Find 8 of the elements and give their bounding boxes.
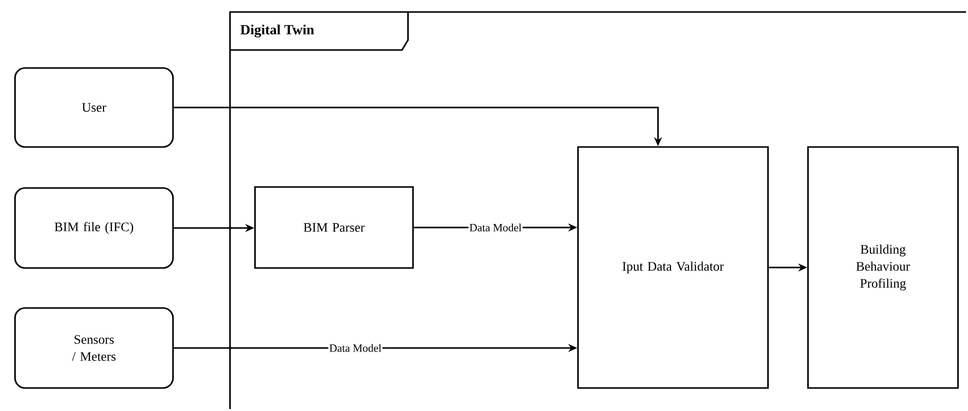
edge-label: Data Model	[328, 343, 382, 353]
process-box: Iput Data Validator	[577, 146, 769, 389]
process-box: Building Behaviour Profiling	[807, 146, 959, 389]
terminal-box: User	[14, 67, 174, 148]
process-box: BIM Parser	[254, 186, 414, 269]
terminal-box: BIM file (IFC)	[14, 187, 174, 269]
terminal-box: Sensors / Meters	[14, 307, 174, 389]
edge-label: Data Model	[468, 222, 523, 232]
